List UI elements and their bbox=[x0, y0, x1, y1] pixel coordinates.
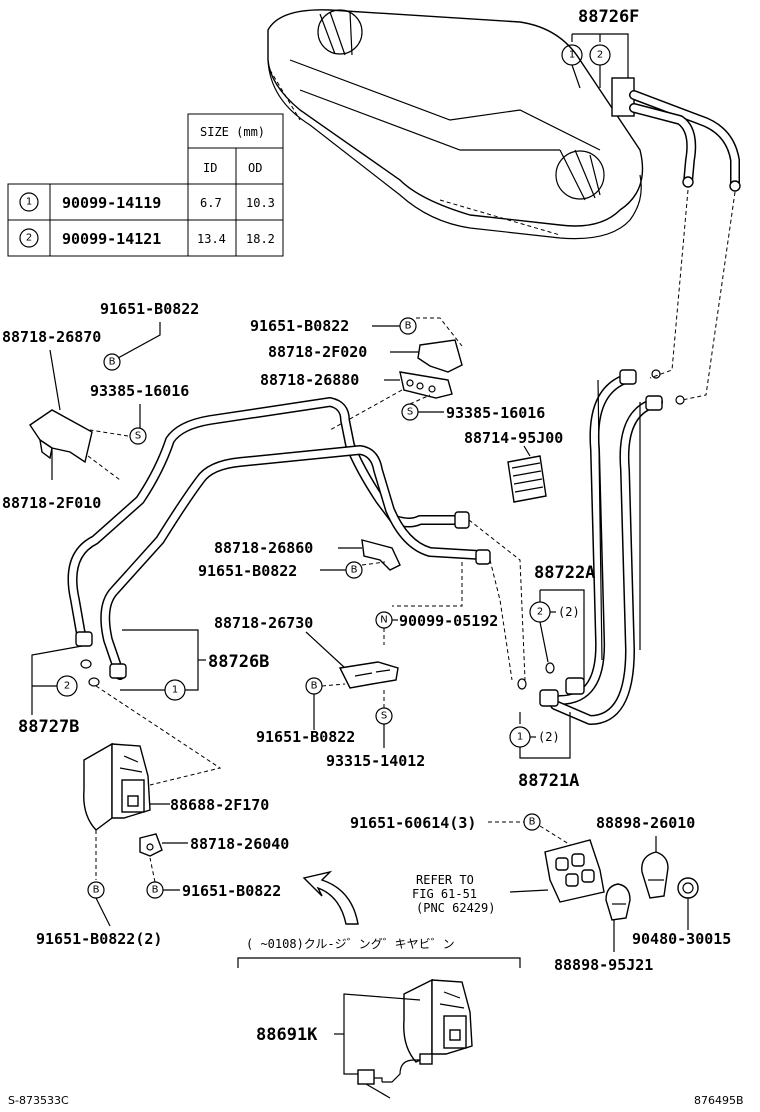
table-row2-key: 2 bbox=[26, 233, 32, 244]
symbol-2: 2 bbox=[537, 607, 543, 618]
table-row1-key: 1 bbox=[26, 197, 32, 208]
left-clamp-group: 91651-B0822 88718-26870 B 93385-16016 S … bbox=[2, 300, 199, 512]
label-88691K: 88691K bbox=[256, 1025, 318, 1045]
qty-2-a: (2) bbox=[558, 605, 580, 619]
clamp-88718-26860: 88718-26860 91651-B0822 B bbox=[198, 539, 401, 580]
table-col-od: OD bbox=[248, 161, 262, 175]
label-88727B: 88727B bbox=[18, 717, 79, 737]
table-row1-od: 10.3 bbox=[246, 196, 275, 210]
servo-88688-2f170: 88688-2F170 88718-26040 B 91651-B0822 B … bbox=[36, 742, 289, 948]
group-88721a: 1 (2) 88721A bbox=[509, 712, 579, 791]
label-88714-95j00: 88714-95J00 bbox=[464, 429, 563, 447]
symbol-B: B bbox=[109, 357, 116, 368]
label-88721A: 88721A bbox=[518, 771, 579, 791]
right-hoses bbox=[539, 189, 736, 725]
table-row1-part: 90099-14119 bbox=[62, 194, 161, 212]
label-88898-26010: 88898-26010 bbox=[596, 814, 695, 832]
label-88688-2f170: 88688-2F170 bbox=[170, 796, 269, 814]
symbol-S: S bbox=[407, 407, 413, 418]
label-91651-b0822-d: 91651-B0822 bbox=[256, 728, 355, 746]
symbol-2: 2 bbox=[597, 50, 603, 61]
symbol-B: B bbox=[529, 817, 536, 828]
reference-arrow bbox=[302, 870, 359, 925]
symbol-B: B bbox=[405, 321, 412, 332]
symbol-B: B bbox=[351, 565, 358, 576]
symbol-1: 1 bbox=[172, 685, 178, 696]
table-col-id: ID bbox=[203, 161, 217, 175]
label-88718-26870: 88718-26870 bbox=[2, 328, 101, 346]
table-row2-part: 90099-14121 bbox=[62, 230, 161, 248]
label-91651-b0822-c: 91651-B0822 bbox=[198, 562, 297, 580]
table-row1-id: 6.7 bbox=[200, 196, 222, 210]
label-93385-16016-a: 93385-16016 bbox=[90, 382, 189, 400]
table-row2-od: 18.2 bbox=[246, 232, 275, 246]
label-88726F: 88726F bbox=[578, 7, 639, 27]
symbol-S: S bbox=[381, 711, 387, 722]
symbol-1: 1 bbox=[517, 732, 523, 743]
cruise-note: ( ~0108)クル-ジ゛ング゛キヤビ゛ン bbox=[246, 937, 455, 951]
label-93315-14012: 93315-14012 bbox=[326, 752, 425, 770]
symbol-1: 1 bbox=[569, 50, 575, 61]
refer-line-3: (PNC 62429) bbox=[416, 901, 495, 915]
label-88718-2f010: 88718-2F010 bbox=[2, 494, 101, 512]
label-90480-30015: 90480-30015 bbox=[632, 930, 731, 948]
symbol-B: B bbox=[93, 885, 100, 896]
symbol-N: N bbox=[380, 615, 387, 626]
cruising-cabin-group: ( ~0108)クル-ジ゛ング゛キヤビ゛ン 88691K bbox=[237, 937, 521, 1099]
hose-88726f: 88726F 1 2 bbox=[561, 7, 741, 192]
group-88718-26730: 88718-26730 N 90099-05192 B 91651-B0822 … bbox=[214, 562, 498, 770]
refer-line-1: REFER TO bbox=[416, 873, 474, 887]
refer-line-2: FIG 61-51 bbox=[412, 887, 477, 901]
table-header-size: SIZE (mm) bbox=[200, 125, 265, 139]
label-88718-2f020: 88718-2F020 bbox=[268, 343, 367, 361]
symbol-B: B bbox=[311, 681, 318, 692]
footer-left-code: S-873533C bbox=[8, 1094, 69, 1107]
label-88718-26730: 88718-26730 bbox=[214, 614, 313, 632]
label-91651-b0822-2: 91651-B0822(2) bbox=[36, 930, 162, 948]
size-table: SIZE (mm) ID OD 1 90099-14119 6.7 10.3 2… bbox=[7, 113, 284, 257]
qty-2-b: (2) bbox=[538, 730, 560, 744]
bottom-right-parts: 91651-60614(3) B REFER TO FIG 61-51 (PNC… bbox=[350, 813, 731, 974]
table-row2-id: 13.4 bbox=[197, 232, 226, 246]
label-91651-b0822-e: 91651-B0822 bbox=[182, 882, 281, 900]
label-93385-16016-b: 93385-16016 bbox=[446, 404, 545, 422]
symbol-S: S bbox=[135, 431, 141, 442]
center-clamp-group: 91651-B0822 B 88718-2F020 88718-26880 S … bbox=[250, 317, 563, 503]
label-88718-26860: 88718-26860 bbox=[214, 539, 313, 557]
label-88722A: 88722A bbox=[534, 563, 595, 583]
label-91651-60614: 91651-60614(3) bbox=[350, 814, 476, 832]
label-88726B: 88726B bbox=[208, 652, 269, 672]
label-91651-b0822-b: 91651-B0822 bbox=[250, 317, 349, 335]
symbol-2: 2 bbox=[64, 681, 70, 692]
symbol-B: B bbox=[152, 885, 159, 896]
label-88718-26040: 88718-26040 bbox=[190, 835, 289, 853]
label-88718-26880: 88718-26880 bbox=[260, 371, 359, 389]
main-pipes bbox=[67, 397, 526, 681]
label-90099-05192: 90099-05192 bbox=[399, 612, 498, 630]
label-91651-b0822-a: 91651-B0822 bbox=[100, 300, 199, 318]
group-88726b: 88726B 1 2 88727B bbox=[18, 629, 269, 786]
rear-evaporator-unit bbox=[267, 9, 644, 240]
group-88722a: 88722A 2 (2) bbox=[517, 563, 595, 690]
footer-right-code: 876495B bbox=[694, 1094, 744, 1107]
label-88898-95j21: 88898-95J21 bbox=[554, 956, 653, 974]
